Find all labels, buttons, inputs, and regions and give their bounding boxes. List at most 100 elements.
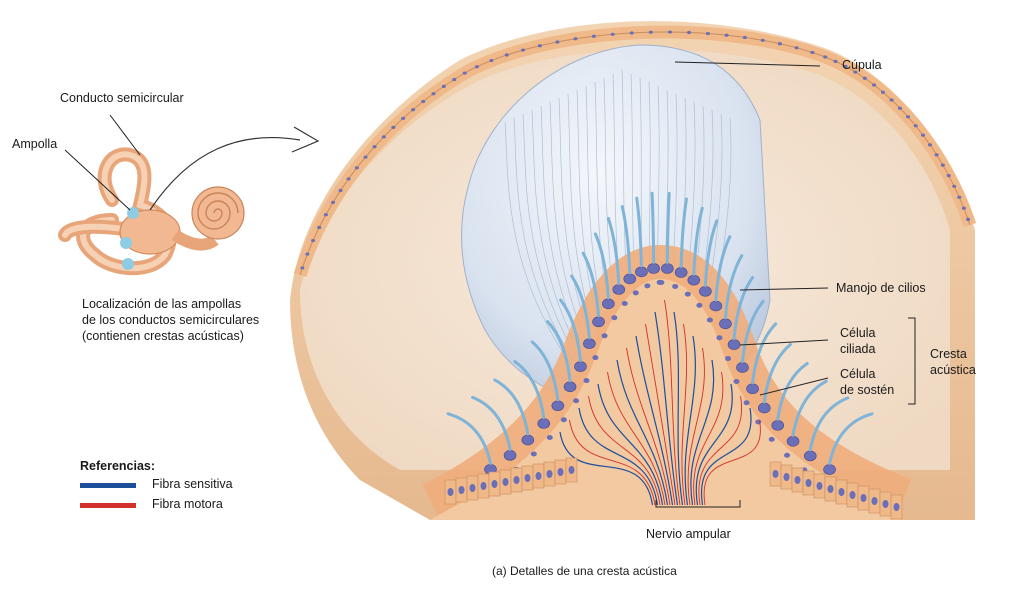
nucleus: [524, 474, 531, 482]
legend-label-sensory: Fibra sensitiva: [152, 477, 233, 491]
hair-bundle: [493, 378, 530, 436]
hair-bundle: [570, 274, 591, 340]
legend-label-motor: Fibra motora: [152, 497, 223, 511]
hair-cell-nucleus: [574, 361, 587, 372]
nucleus: [330, 200, 335, 205]
motor-fiber: [693, 371, 724, 506]
hair-bundle: [762, 342, 792, 404]
caption-line-3: (contienen crestas acústicas): [82, 329, 244, 343]
hair-cell-nucleus: [746, 383, 759, 395]
nucleus: [889, 98, 894, 102]
support-cell-nucleus: [784, 452, 791, 458]
motor-fiber: [588, 395, 661, 506]
motor-fiber: [626, 347, 671, 506]
hair-bundle: [471, 395, 512, 451]
nucleus: [783, 473, 790, 481]
hair-cell-nucleus: [709, 300, 723, 312]
nucleus: [913, 124, 918, 128]
support-cell-nucleus: [573, 398, 580, 404]
nucleus: [480, 482, 487, 490]
support-cell-nucleus: [743, 400, 750, 406]
nucleus: [462, 71, 467, 75]
hair-cell-nucleus: [803, 450, 817, 462]
nucleus: [772, 470, 779, 478]
hair-cell-nucleus: [602, 298, 615, 310]
nucleus: [573, 37, 578, 41]
label-semicircular-duct: Conducto semicircular: [60, 91, 184, 105]
support-cell-nucleus: [583, 378, 590, 384]
nucleus: [513, 476, 520, 484]
label-ampullary-nerve: Nervio ampular: [646, 527, 731, 541]
motor-fiber: [607, 371, 666, 506]
nucleus: [346, 177, 351, 181]
hair-bundle: [692, 206, 704, 276]
nucleus: [816, 482, 823, 490]
support-cell-nucleus: [716, 335, 723, 341]
hair-cell-nucleus: [503, 450, 517, 461]
hair-bundle: [703, 219, 719, 287]
nerve-fibers: [559, 299, 761, 506]
nucleus: [705, 31, 710, 36]
nucleus: [905, 115, 910, 119]
nucleus: [961, 206, 966, 210]
nucleus: [843, 64, 848, 69]
hair-bundle: [446, 412, 492, 465]
nucleus: [827, 485, 834, 493]
support-cell-nucleus: [672, 283, 679, 289]
nucleus: [838, 488, 845, 496]
nucleus: [504, 53, 509, 57]
hair-bundle: [808, 396, 850, 452]
hair-bundle: [620, 205, 632, 275]
hair-cell-nucleus: [823, 464, 836, 475]
hair-bundle: [740, 299, 765, 363]
nucleus: [724, 33, 729, 37]
nucleus: [489, 58, 494, 63]
nucleus: [401, 116, 406, 120]
support-cell-nucleus: [696, 302, 703, 308]
nucleus: [431, 92, 436, 96]
nucleus: [537, 44, 542, 48]
hair-cell-nucleus: [551, 400, 565, 412]
hair-cell-nucleus: [623, 273, 637, 285]
hair-cell-nucleus: [699, 286, 712, 297]
ampulla-marker: [120, 237, 132, 249]
inner-ear-sketch: [58, 147, 245, 276]
nucleus: [860, 494, 867, 502]
label-crista-1: Cresta: [930, 347, 967, 361]
nucleus: [411, 108, 416, 112]
nucleus: [648, 30, 653, 34]
hair-bundle: [593, 232, 610, 300]
support-cell-nucleus: [684, 291, 691, 297]
label-supporting-cell-2: de sostén: [840, 383, 895, 397]
nucleus: [946, 173, 951, 178]
nucleus: [897, 106, 902, 110]
hair-cell-nucleus: [687, 274, 701, 286]
hair-bundle: [546, 320, 572, 383]
nucleus: [391, 125, 396, 129]
sensory-fiber: [616, 359, 669, 506]
nucleus: [458, 486, 465, 494]
sensory-fiber: [695, 383, 733, 506]
hair-cell-nucleus: [786, 435, 800, 447]
nucleus: [880, 90, 885, 94]
support-cell-nucleus: [530, 451, 537, 457]
nucleus: [546, 470, 553, 478]
nucleus: [520, 48, 525, 52]
label-hair-cell-1: Célula: [840, 326, 876, 340]
hair-bundle: [776, 362, 809, 421]
support-cell-nucleus: [621, 301, 628, 306]
hair-bundle: [732, 275, 755, 341]
hair-cell-nucleus: [736, 362, 749, 373]
legend-swatch-sensory: [80, 483, 136, 488]
floor-epithelium: [444, 457, 903, 520]
sensory-fiber: [654, 311, 679, 506]
hair-bundle: [606, 216, 621, 285]
nucleus: [853, 70, 858, 74]
hair-bundle: [828, 412, 874, 465]
nucleus: [872, 83, 877, 87]
hair-bundle: [650, 191, 656, 264]
sensory-fiber: [578, 407, 659, 506]
hair-bundle: [581, 251, 601, 318]
nucleus: [849, 491, 856, 499]
